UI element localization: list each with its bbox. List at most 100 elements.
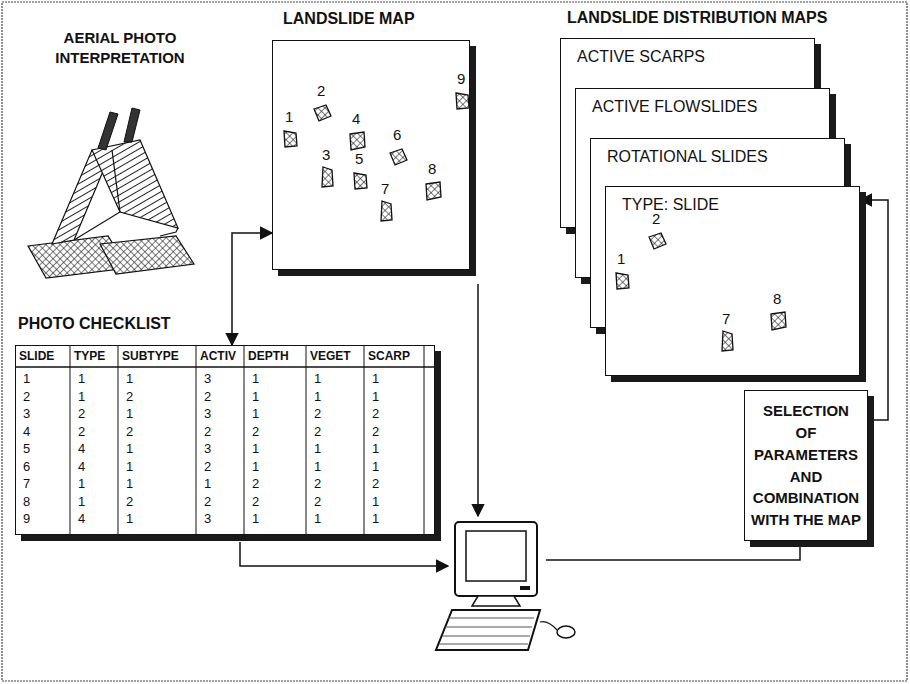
callout-number: 3	[322, 146, 330, 163]
callout-number: 2	[317, 82, 325, 99]
table-cell: 2	[314, 494, 321, 509]
table-cell: 2	[372, 406, 379, 421]
landslide-polygon	[350, 132, 365, 150]
table-cell: 1	[204, 476, 211, 491]
table-cell: 1	[252, 389, 259, 404]
heading: ROTATIONAL SLIDES	[607, 148, 768, 166]
table-cell: 1	[314, 511, 321, 526]
table-cell: 1	[78, 371, 85, 386]
table-cell: 2	[78, 424, 85, 439]
callout-number: 2	[652, 210, 660, 227]
table-cell: 2	[252, 476, 259, 491]
table-cell: 9	[23, 511, 30, 526]
table-cell: 6	[23, 459, 30, 474]
landslide-polygon	[390, 149, 407, 165]
table-cell: 3	[204, 406, 211, 421]
landslide-polygon	[616, 273, 629, 289]
table-cell: 4	[78, 511, 85, 526]
heading: PHOTO CHECKLIST	[18, 315, 171, 333]
table-cell: 2	[204, 459, 211, 474]
table-cell: 4	[23, 424, 30, 439]
table-cell: 2	[314, 424, 321, 439]
flow-arrow	[860, 200, 888, 420]
table-header: SLIDE	[19, 349, 54, 363]
table-cell: 1	[252, 406, 259, 421]
callout-number: 5	[355, 150, 363, 167]
table-cell: 2	[372, 424, 379, 439]
landslide-polygons	[605, 186, 860, 376]
table-header: VEGET	[310, 349, 351, 363]
table-cell: 1	[78, 494, 85, 509]
callout-number: 6	[393, 126, 401, 143]
callout-number: 1	[285, 108, 293, 125]
callout-number: 7	[381, 180, 389, 197]
table-cell: 2	[23, 389, 30, 404]
table-cell: 1	[126, 441, 133, 456]
heading: LANDSLIDE DISTRIBUTION MAPS	[567, 9, 827, 27]
landslide-polygon	[649, 233, 666, 249]
callout-number: 1	[617, 250, 625, 267]
table-cell: 3	[204, 371, 211, 386]
table-cell: 1	[314, 441, 321, 456]
table-cell: 1	[126, 371, 133, 386]
table-header: DEPTH	[248, 349, 289, 363]
landslide-polygon	[354, 173, 367, 189]
table-cell: 1	[126, 406, 133, 421]
table-cell: 2	[372, 476, 379, 491]
table-cell: 1	[372, 441, 379, 456]
table-cell: 2	[126, 424, 133, 439]
landslide-polygon	[314, 105, 331, 121]
landslide-polygon	[456, 93, 469, 109]
table-cell: 1	[314, 459, 321, 474]
stereoscope-illustration	[28, 108, 194, 278]
callout-number: 4	[352, 110, 360, 127]
landslide-polygon	[381, 201, 392, 221]
heading: TYPE: SLIDE	[622, 196, 719, 214]
table-cell: 1	[78, 389, 85, 404]
table-cell: 3	[204, 441, 211, 456]
callout-number: 8	[773, 290, 781, 307]
table-header: SUBTYPE	[122, 349, 179, 363]
table-cell: 2	[252, 494, 259, 509]
table-cell: 1	[126, 511, 133, 526]
table-cell: 3	[204, 511, 211, 526]
heading: LANDSLIDE MAP	[283, 10, 415, 28]
landslide-polygons	[272, 40, 470, 270]
table-cell: 2	[314, 476, 321, 491]
callout-number: 9	[457, 70, 465, 87]
table-cell: 2	[204, 494, 211, 509]
table-cell: 1	[252, 459, 259, 474]
table-cell: 1	[372, 389, 379, 404]
landslide-map: LANDSLIDE MAP	[272, 40, 470, 270]
illustration-title: AERIAL PHOTO INTERPRETATION	[40, 28, 200, 69]
table-cell: 1	[372, 459, 379, 474]
table-cell: 5	[23, 441, 30, 456]
landslide-polygon	[771, 312, 786, 330]
landslide-polygon	[322, 167, 333, 187]
table-cell: 1	[126, 459, 133, 474]
table-cell: 3	[23, 406, 30, 421]
table-cell: 1	[372, 511, 379, 526]
table-cell: 1	[78, 476, 85, 491]
table-rules	[15, 345, 435, 535]
table-cell: 1	[252, 371, 259, 386]
process-box: SELECTION OF PARAMETERS AND COMBINATION …	[744, 390, 868, 541]
landslide-polygon	[426, 182, 441, 200]
table-cell: 2	[314, 406, 321, 421]
callout-number: 7	[722, 310, 730, 327]
table-cell: 1	[252, 511, 259, 526]
table-header: TYPE	[74, 349, 105, 363]
table-cell: 2	[126, 389, 133, 404]
table-cell: 1	[252, 441, 259, 456]
callout-number: 8	[428, 160, 436, 177]
computer-illustration	[436, 522, 575, 650]
table-cell: 1	[314, 371, 321, 386]
table-cell: 4	[78, 459, 85, 474]
box-label: SELECTION OF PARAMETERS AND COMBINATION …	[751, 400, 861, 531]
table-cell: 8	[23, 494, 30, 509]
landslide-polygon	[284, 131, 297, 147]
table-cell: 2	[204, 424, 211, 439]
table-cell: 2	[78, 406, 85, 421]
flow-arrow	[232, 233, 272, 345]
